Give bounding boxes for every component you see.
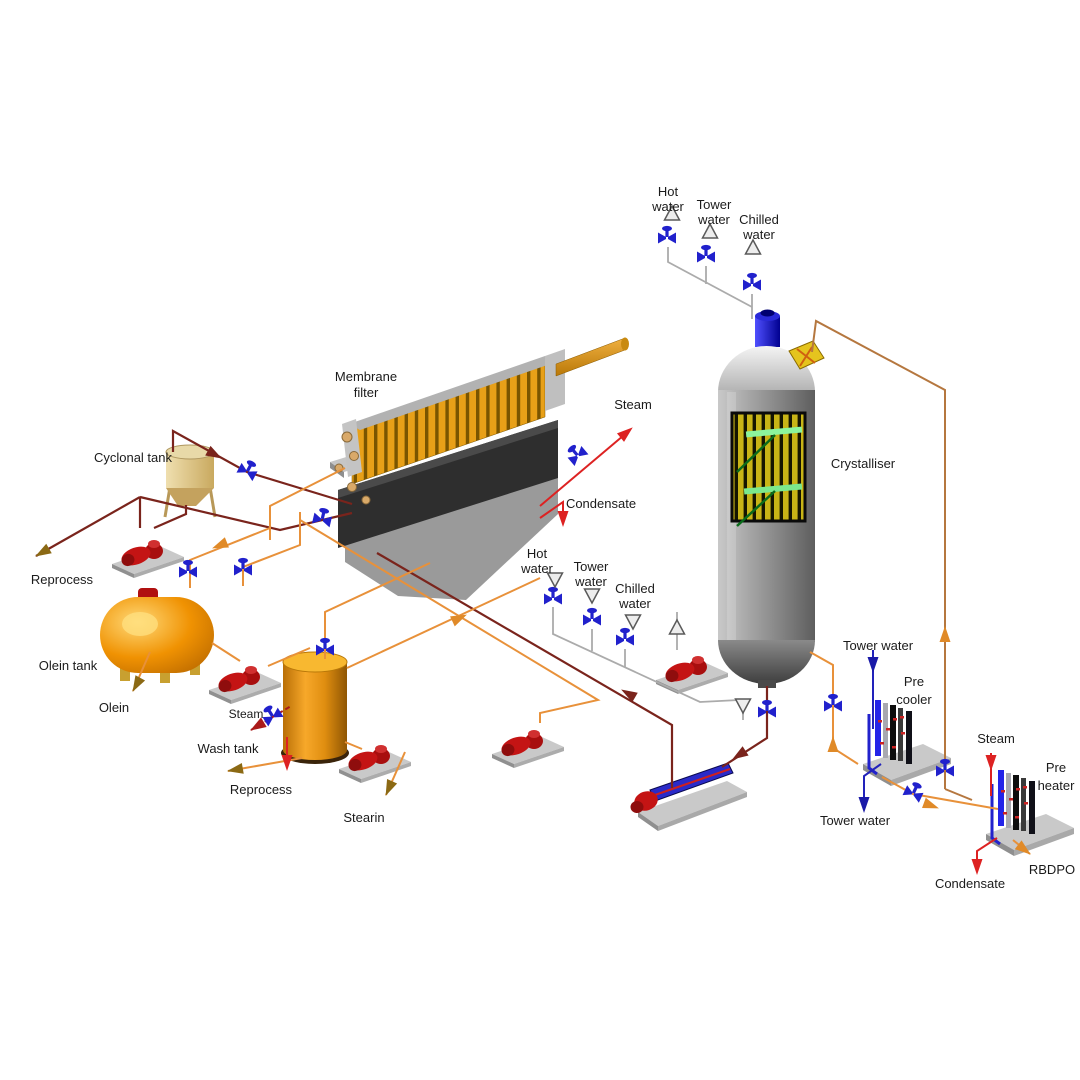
label-tower-water-in: Tower water xyxy=(843,638,914,653)
valve-icon xyxy=(583,607,601,626)
flow-arrow-icon xyxy=(127,675,146,695)
valve-icon xyxy=(179,559,197,578)
screw-pump xyxy=(630,762,747,831)
label-membrane-filter: Membrane xyxy=(335,369,397,384)
flow-arrow-icon xyxy=(971,859,983,875)
valve-icon xyxy=(311,506,334,528)
label-chilled-water-mid: Chilled xyxy=(615,581,655,596)
label-stearin-product: Stearin xyxy=(343,810,384,825)
pipes-tan xyxy=(811,319,973,801)
valve-icon xyxy=(697,244,715,263)
label-steam-filter: Steam xyxy=(614,397,652,412)
transfer-pump xyxy=(492,730,564,768)
label-chilled-water-top: water xyxy=(742,227,775,242)
label-tower-water-top: water xyxy=(697,212,730,227)
label-reprocess-left: Reprocess xyxy=(31,572,94,587)
valve-icon xyxy=(544,586,562,605)
label-olein-tank: Olein tank xyxy=(39,658,98,673)
label-wash-tank: Wash tank xyxy=(198,741,259,756)
crystalliser xyxy=(718,309,825,688)
supply-marker-icon xyxy=(668,619,686,635)
label-tower-water-top: Tower xyxy=(697,197,732,212)
label-reprocess-wash-tank: Reprocess xyxy=(230,782,293,797)
labels: Hot water Tower water Chilled water Memb… xyxy=(31,184,1075,891)
flow-arrow-icon xyxy=(867,657,879,673)
label-membrane-filter: filter xyxy=(354,385,379,400)
label-hot-water-mid: Hot xyxy=(527,546,548,561)
label-steam-wash-tank: Steam xyxy=(229,707,264,721)
valve-icon xyxy=(616,627,634,646)
flow-arrow-icon xyxy=(380,779,398,799)
olein-tank xyxy=(100,588,214,683)
label-chilled-water-mid: water xyxy=(618,596,651,611)
supply-marker-icon xyxy=(744,239,762,255)
drain-marker-icon xyxy=(734,698,752,714)
valve-icon xyxy=(658,225,676,244)
flow-arrow-icon xyxy=(281,755,293,771)
label-condensate-pre-heater: Condensate xyxy=(935,876,1005,891)
flow-arrow-icon xyxy=(939,626,951,642)
filter-shaft xyxy=(555,337,626,377)
wash-tank xyxy=(281,651,349,764)
label-crystalliser: Crystalliser xyxy=(831,456,896,471)
olein-tank-pump xyxy=(209,666,281,704)
label-pre-heater: Pre xyxy=(1046,760,1066,775)
label-pre-heater: heater xyxy=(1038,778,1076,793)
label-tower-water-mid: Tower xyxy=(574,559,609,574)
label-chilled-water-top: Chilled xyxy=(739,212,779,227)
drain-marker-icon xyxy=(583,588,601,604)
valve-icon xyxy=(902,779,927,803)
flow-arrow-icon xyxy=(922,797,941,814)
flow-arrow-icon xyxy=(557,511,569,527)
label-tower-water-mid: water xyxy=(574,574,607,589)
valve-icon xyxy=(236,457,261,482)
label-pre-cooler: Pre xyxy=(904,674,924,689)
filter-ports xyxy=(334,431,371,505)
label-pre-cooler: cooler xyxy=(896,692,932,707)
label-olein-product: Olein xyxy=(99,700,129,715)
flow-arrow-icon xyxy=(827,736,839,752)
label-hot-water-top: Hot xyxy=(658,184,679,199)
drain-marker-icon xyxy=(624,614,642,630)
label-rbdpo-feed: RBDPO xyxy=(1029,862,1075,877)
crystalliser-pump xyxy=(656,656,728,694)
flow-arrow-icon xyxy=(985,755,997,771)
label-hot-water-mid: water xyxy=(520,561,553,576)
agitator-arms xyxy=(736,434,776,527)
label-condensate-filter: Condensate xyxy=(566,496,636,511)
label-steam-pre-heater: Steam xyxy=(977,731,1015,746)
flow-arrow-icon xyxy=(226,762,244,777)
label-cyclonal-tank: Cyclonal tank xyxy=(94,450,173,465)
label-hot-water-top: water xyxy=(651,199,684,214)
flow-arrow-icon xyxy=(858,797,870,813)
cyclonal-tank-pump xyxy=(112,540,184,578)
valve-icon xyxy=(743,272,761,291)
label-tower-water-out: Tower water xyxy=(820,813,891,828)
crystalliser-motor xyxy=(755,316,780,347)
valve-icon xyxy=(563,440,589,466)
flow-arrow-icon xyxy=(32,543,52,562)
cyclonal-tank xyxy=(163,444,217,518)
